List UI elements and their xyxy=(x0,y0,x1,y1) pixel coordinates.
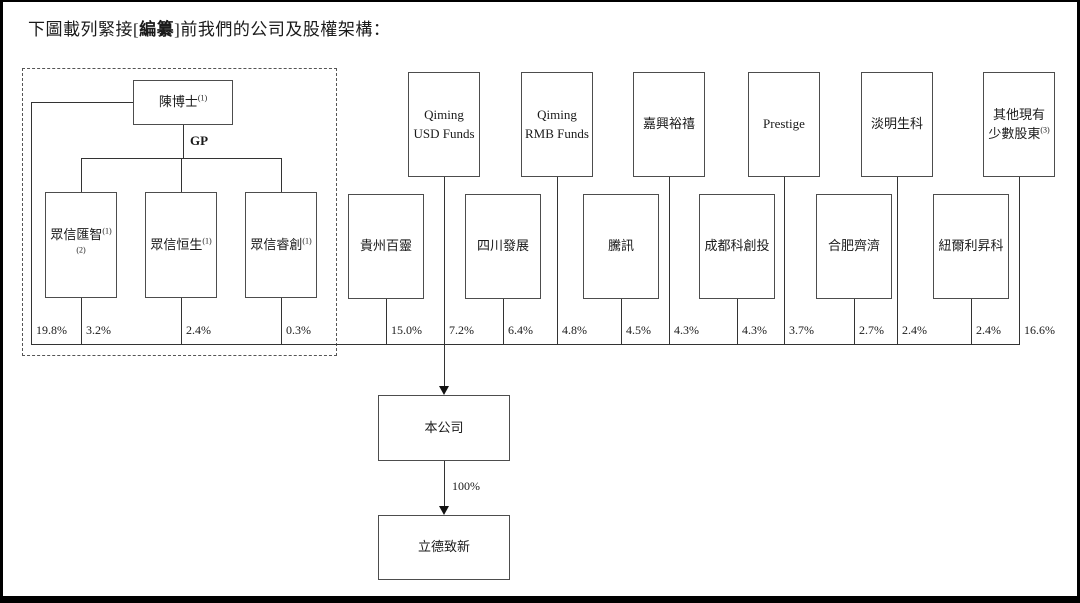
shareholder-label-danming-shengke: 淡明生科 xyxy=(870,116,923,132)
shareholder-label-sichuan-fazhan: 四川發展 xyxy=(476,238,529,254)
shareholder-label-guizhou-bailing: 貴州百靈 xyxy=(359,238,412,254)
pct-label-hefei-qiji: 2.7% xyxy=(859,323,884,337)
connector-line xyxy=(444,177,445,344)
pct-label-zhongxin-ruichuang: 0.3% xyxy=(286,323,311,337)
dr-chen-box: 陳博士(1) xyxy=(133,80,233,125)
pct-label-sichuan-fazhan: 6.4% xyxy=(508,323,533,337)
gp-group-dashed-box xyxy=(22,68,337,356)
dr-chen-footnote: (1) xyxy=(197,93,208,103)
shareholder-label-other-minority-shareholders: 其他現有少數股東(3) xyxy=(988,106,1050,141)
shareholder-label-tencent: 騰訊 xyxy=(607,238,634,254)
company-label: 本公司 xyxy=(424,419,464,435)
shareholder-box-zhongxin-ruichuang: 眾信睿創(1) xyxy=(245,192,317,298)
gp-label: GP xyxy=(190,133,209,148)
connector-line xyxy=(181,158,182,192)
connector-line xyxy=(503,299,504,344)
pct-label-other-minority-shareholders: 16.6% xyxy=(1024,323,1055,337)
shareholder-label-hefei-qiji: 合肥齊濟 xyxy=(827,238,880,254)
shareholder-box-guizhou-bailing: 貴州百靈 xyxy=(348,194,424,299)
pct-label-jiaxing-yuxi: 4.3% xyxy=(674,323,699,337)
subsidiary-label: 立德致新 xyxy=(417,539,470,555)
pct-label-guizhou-bailing: 15.0% xyxy=(391,323,422,337)
title-pre: 下圖載列緊接[ xyxy=(28,20,140,39)
pct-label-prestige: 3.7% xyxy=(789,323,814,337)
connector-line xyxy=(854,299,855,344)
pct-label-niuerli-shengke: 2.4% xyxy=(976,323,1001,337)
shareholder-box-chengdu-kechuangtou: 成都科創投 xyxy=(699,194,775,299)
shareholder-label-zhongxin-hengsheng: 眾信恒生(1) xyxy=(150,236,212,252)
connector-line xyxy=(784,177,785,344)
shareholder-box-zhongxin-hengsheng: 眾信恒生(1) xyxy=(145,192,217,298)
shareholder-box-sichuan-fazhan: 四川發展 xyxy=(465,194,541,299)
ownership-collector-line xyxy=(31,344,1020,345)
dr-chen-label: 陳博士(1) xyxy=(158,93,208,110)
shareholder-label-jiaxing-yuxi: 嘉興裕禧 xyxy=(642,116,695,132)
title-emphasis: 編纂 xyxy=(139,20,175,39)
shareholder-box-niuerli-shengke: 紐爾利昇科 xyxy=(933,194,1009,299)
connector-line xyxy=(31,102,133,103)
shareholder-box-zhongxin-huizhi: 眾信匯智(1)(2) xyxy=(45,192,117,298)
dr-chen-direct-pct-label: 19.8% xyxy=(36,323,67,337)
connector-line xyxy=(1019,177,1020,344)
connector-line xyxy=(183,125,184,158)
connector-line xyxy=(669,177,670,344)
connector-line xyxy=(181,298,182,344)
shareholder-box-tencent: 騰訊 xyxy=(583,194,659,299)
company-box: 本公司 xyxy=(378,395,510,461)
shareholder-box-prestige: Prestige xyxy=(748,72,820,177)
subsidiary-box: 立德致新 xyxy=(378,515,510,580)
pct-label-qiming-rmb-funds: 4.8% xyxy=(562,323,587,337)
shareholder-label-chengdu-kechuangtou: 成都科創投 xyxy=(704,238,770,254)
connector-line xyxy=(81,158,82,192)
connector-line xyxy=(444,344,445,388)
connector-line xyxy=(444,461,445,507)
shareholder-box-other-minority-shareholders: 其他現有少數股東(3) xyxy=(983,72,1055,177)
page-title: 下圖載列緊接[編纂]前我們的公司及股權架構： xyxy=(28,15,390,40)
arrowhead-icon xyxy=(439,386,449,395)
shareholder-box-danming-shengke: 淡明生科 xyxy=(861,72,933,177)
pct-label-zhongxin-huizhi: 3.2% xyxy=(86,323,111,337)
shareholder-label-niuerli-shengke: 紐爾利昇科 xyxy=(938,238,1004,254)
arrowhead-icon xyxy=(439,506,449,515)
shareholder-box-jiaxing-yuxi: 嘉興裕禧 xyxy=(633,72,705,177)
pct-label-danming-shengke: 2.4% xyxy=(902,323,927,337)
title-post: ]前我們的公司及股權架構： xyxy=(174,20,391,39)
pct-label-zhongxin-hengsheng: 2.4% xyxy=(186,323,211,337)
connector-line xyxy=(737,299,738,344)
connector-line xyxy=(281,298,282,344)
shareholder-label-zhongxin-ruichuang: 眾信睿創(1) xyxy=(250,236,312,252)
shareholder-label-zhongxin-huizhi: 眾信匯智(1)(2) xyxy=(50,226,112,255)
connector-line xyxy=(81,298,82,344)
pct-label-tencent: 4.5% xyxy=(626,323,651,337)
connector-line xyxy=(557,177,558,344)
connector-line xyxy=(621,299,622,344)
pct-label-chengdu-kechuangtou: 4.3% xyxy=(742,323,767,337)
connector-line xyxy=(971,299,972,344)
shareholder-label-prestige: Prestige xyxy=(763,116,805,132)
subsidiary-pct-label: 100% xyxy=(452,479,480,493)
connector-line xyxy=(31,102,32,344)
connector-line xyxy=(386,299,387,344)
connector-line xyxy=(281,158,282,192)
pct-label-qiming-usd-funds: 7.2% xyxy=(449,323,474,337)
connector-line xyxy=(897,177,898,344)
shareholder-box-hefei-qiji: 合肥齊濟 xyxy=(816,194,892,299)
